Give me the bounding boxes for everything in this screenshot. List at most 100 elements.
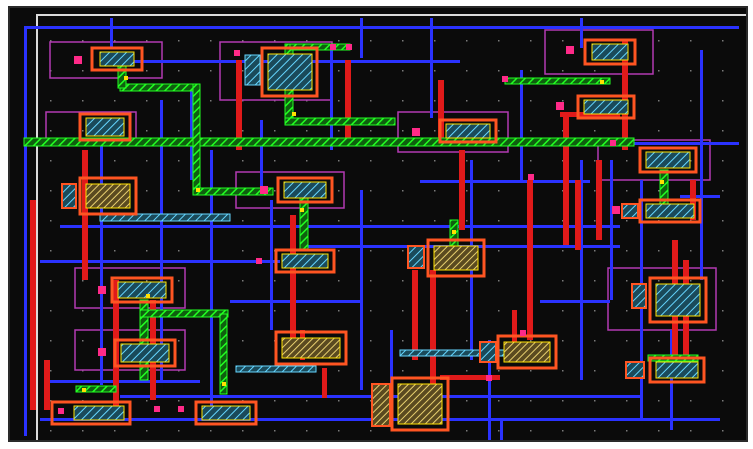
cell-1 — [90, 46, 144, 72]
grid-dot — [530, 160, 532, 162]
grid-dot — [274, 280, 276, 282]
grid-dot — [594, 280, 596, 282]
grid-dot — [530, 340, 532, 342]
grid-dot — [210, 130, 212, 132]
grid-dot — [50, 40, 52, 42]
grid-dot — [434, 160, 436, 162]
grid-dot — [626, 280, 628, 282]
cell-7 — [638, 146, 698, 174]
cell-16 — [113, 338, 177, 368]
grid-dot — [434, 220, 436, 222]
grid-dot — [530, 40, 532, 42]
grid-dot — [690, 130, 692, 132]
cell-5 — [78, 112, 132, 142]
grid-dot — [562, 370, 564, 372]
grid-dot — [370, 130, 372, 132]
grid-dot — [562, 70, 564, 72]
grid-dot — [370, 250, 372, 252]
grid-dot — [722, 220, 724, 222]
grid-dot — [466, 400, 468, 402]
grid-dot — [50, 280, 52, 282]
grid-dot — [498, 160, 500, 162]
grid-dot — [722, 70, 724, 72]
grid-dot — [370, 40, 372, 42]
grid-dot — [530, 130, 532, 132]
grid-dot — [306, 130, 308, 132]
grid-dot — [402, 220, 404, 222]
grid-dot — [338, 280, 340, 282]
cell-9 — [276, 176, 334, 204]
grid-dot — [402, 70, 404, 72]
grid-dot — [690, 70, 692, 72]
grid-dot — [306, 430, 308, 432]
grid-dot — [466, 40, 468, 42]
grid-dot — [690, 160, 692, 162]
grid-dot — [306, 310, 308, 312]
grid-dot — [50, 100, 52, 102]
grid-dot — [594, 250, 596, 252]
grid-dot — [498, 130, 500, 132]
cell-2 — [260, 46, 319, 98]
grid-dot — [466, 340, 468, 342]
grid-dot — [146, 400, 148, 402]
grid-dot — [530, 370, 532, 372]
grid-dot — [498, 40, 500, 42]
grid-dot — [242, 160, 244, 162]
grid-dot — [722, 40, 724, 42]
grid-dot — [50, 220, 52, 222]
cell-14 — [648, 276, 708, 324]
grid-dot — [722, 190, 724, 192]
grid-dot — [594, 430, 596, 432]
grid-dot — [50, 130, 52, 132]
grid-dot — [274, 160, 276, 162]
grid-dot — [658, 340, 660, 342]
cell-21 — [194, 400, 258, 426]
grid-dot — [306, 280, 308, 282]
grid-dot — [50, 250, 52, 252]
grid-dot — [594, 190, 596, 192]
cell-4 — [576, 94, 636, 120]
cell-13 — [110, 276, 174, 304]
cell-18 — [648, 356, 706, 384]
cell-25 — [407, 245, 425, 269]
grid-dot — [402, 340, 404, 342]
cell-20 — [50, 400, 132, 426]
grid-dot — [50, 190, 52, 192]
grid-dot — [594, 370, 596, 372]
grid-dot — [82, 340, 84, 342]
grid-dot — [82, 100, 84, 102]
grid-dot — [434, 100, 436, 102]
grid-dot — [370, 400, 372, 402]
grid-dot — [402, 310, 404, 312]
grid-dot — [498, 280, 500, 282]
grid-dot — [242, 130, 244, 132]
grid-dot — [146, 250, 148, 252]
grid-dot — [242, 430, 244, 432]
grid-dot — [594, 70, 596, 72]
grid-dot — [146, 130, 148, 132]
grid-dot — [82, 310, 84, 312]
grid-dot — [114, 40, 116, 42]
grid-dot — [274, 310, 276, 312]
grid-dot — [434, 70, 436, 72]
grid-dot — [530, 70, 532, 72]
grid-dot — [626, 190, 628, 192]
grid-dot — [178, 430, 180, 432]
grid-dot — [146, 40, 148, 42]
grid-dot — [722, 100, 724, 102]
grid-dot — [722, 340, 724, 342]
grid-dot — [338, 220, 340, 222]
grid-dot — [530, 100, 532, 102]
grid-dot — [338, 310, 340, 312]
grid-dot — [466, 160, 468, 162]
via-layer — [58, 44, 620, 414]
grid-dot — [626, 250, 628, 252]
grid-dot — [626, 220, 628, 222]
grid-dot — [114, 430, 116, 432]
grid-dot — [178, 100, 180, 102]
grid-dot — [626, 400, 628, 402]
grid-dot — [82, 430, 84, 432]
grid-dot — [306, 400, 308, 402]
grid-dot — [210, 100, 212, 102]
grid-dot — [338, 400, 340, 402]
